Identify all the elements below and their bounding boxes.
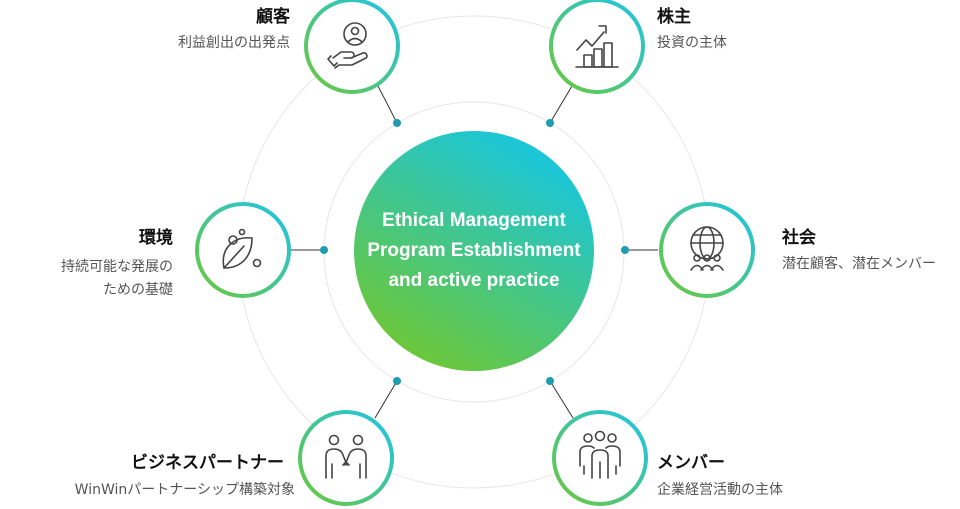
customer-title: 顧客 xyxy=(256,7,290,27)
node-member xyxy=(552,410,648,506)
node-partner xyxy=(298,410,394,506)
member-title: メンバー xyxy=(657,453,725,473)
customer-desc: 利益創出の出発点 xyxy=(178,35,290,51)
leaf-icon xyxy=(222,228,262,269)
node-environment xyxy=(195,202,291,298)
society-title: 社会 xyxy=(782,228,816,248)
group-icon xyxy=(579,430,621,479)
shareholder-title: 株主 xyxy=(657,7,691,27)
partner-title: ビジネスパートナー xyxy=(131,453,284,473)
member-desc: 企業経営活動の主体 xyxy=(657,482,783,498)
connectors xyxy=(290,85,658,419)
growth-chart-icon xyxy=(575,25,619,68)
center-label: Ethical Management Program Establishment… xyxy=(344,206,604,296)
partner-desc: WinWinパートナーシップ構築対象 xyxy=(74,482,295,498)
environment-desc-line-2: ための基礎 xyxy=(103,282,173,298)
hand-person-icon xyxy=(327,22,368,69)
handshake-icon xyxy=(325,434,367,479)
node-customer xyxy=(304,0,400,94)
center-line-1: Ethical Management xyxy=(382,210,566,231)
center-circle xyxy=(354,131,594,371)
environment-title: 環境 xyxy=(139,228,173,248)
center-line-2: Program Establishment xyxy=(367,240,581,261)
center-line-3: and active practice xyxy=(388,270,560,291)
node-society xyxy=(659,202,755,298)
shareholder-desc: 投資の主体 xyxy=(657,35,727,51)
connector-dots xyxy=(320,119,629,385)
environment-desc-line-1: 持続可能な発展の xyxy=(61,259,173,275)
node-shareholder xyxy=(549,0,645,94)
globe-people-icon xyxy=(690,226,724,271)
society-desc: 潜在顧客、潜在メンバー xyxy=(782,256,936,272)
